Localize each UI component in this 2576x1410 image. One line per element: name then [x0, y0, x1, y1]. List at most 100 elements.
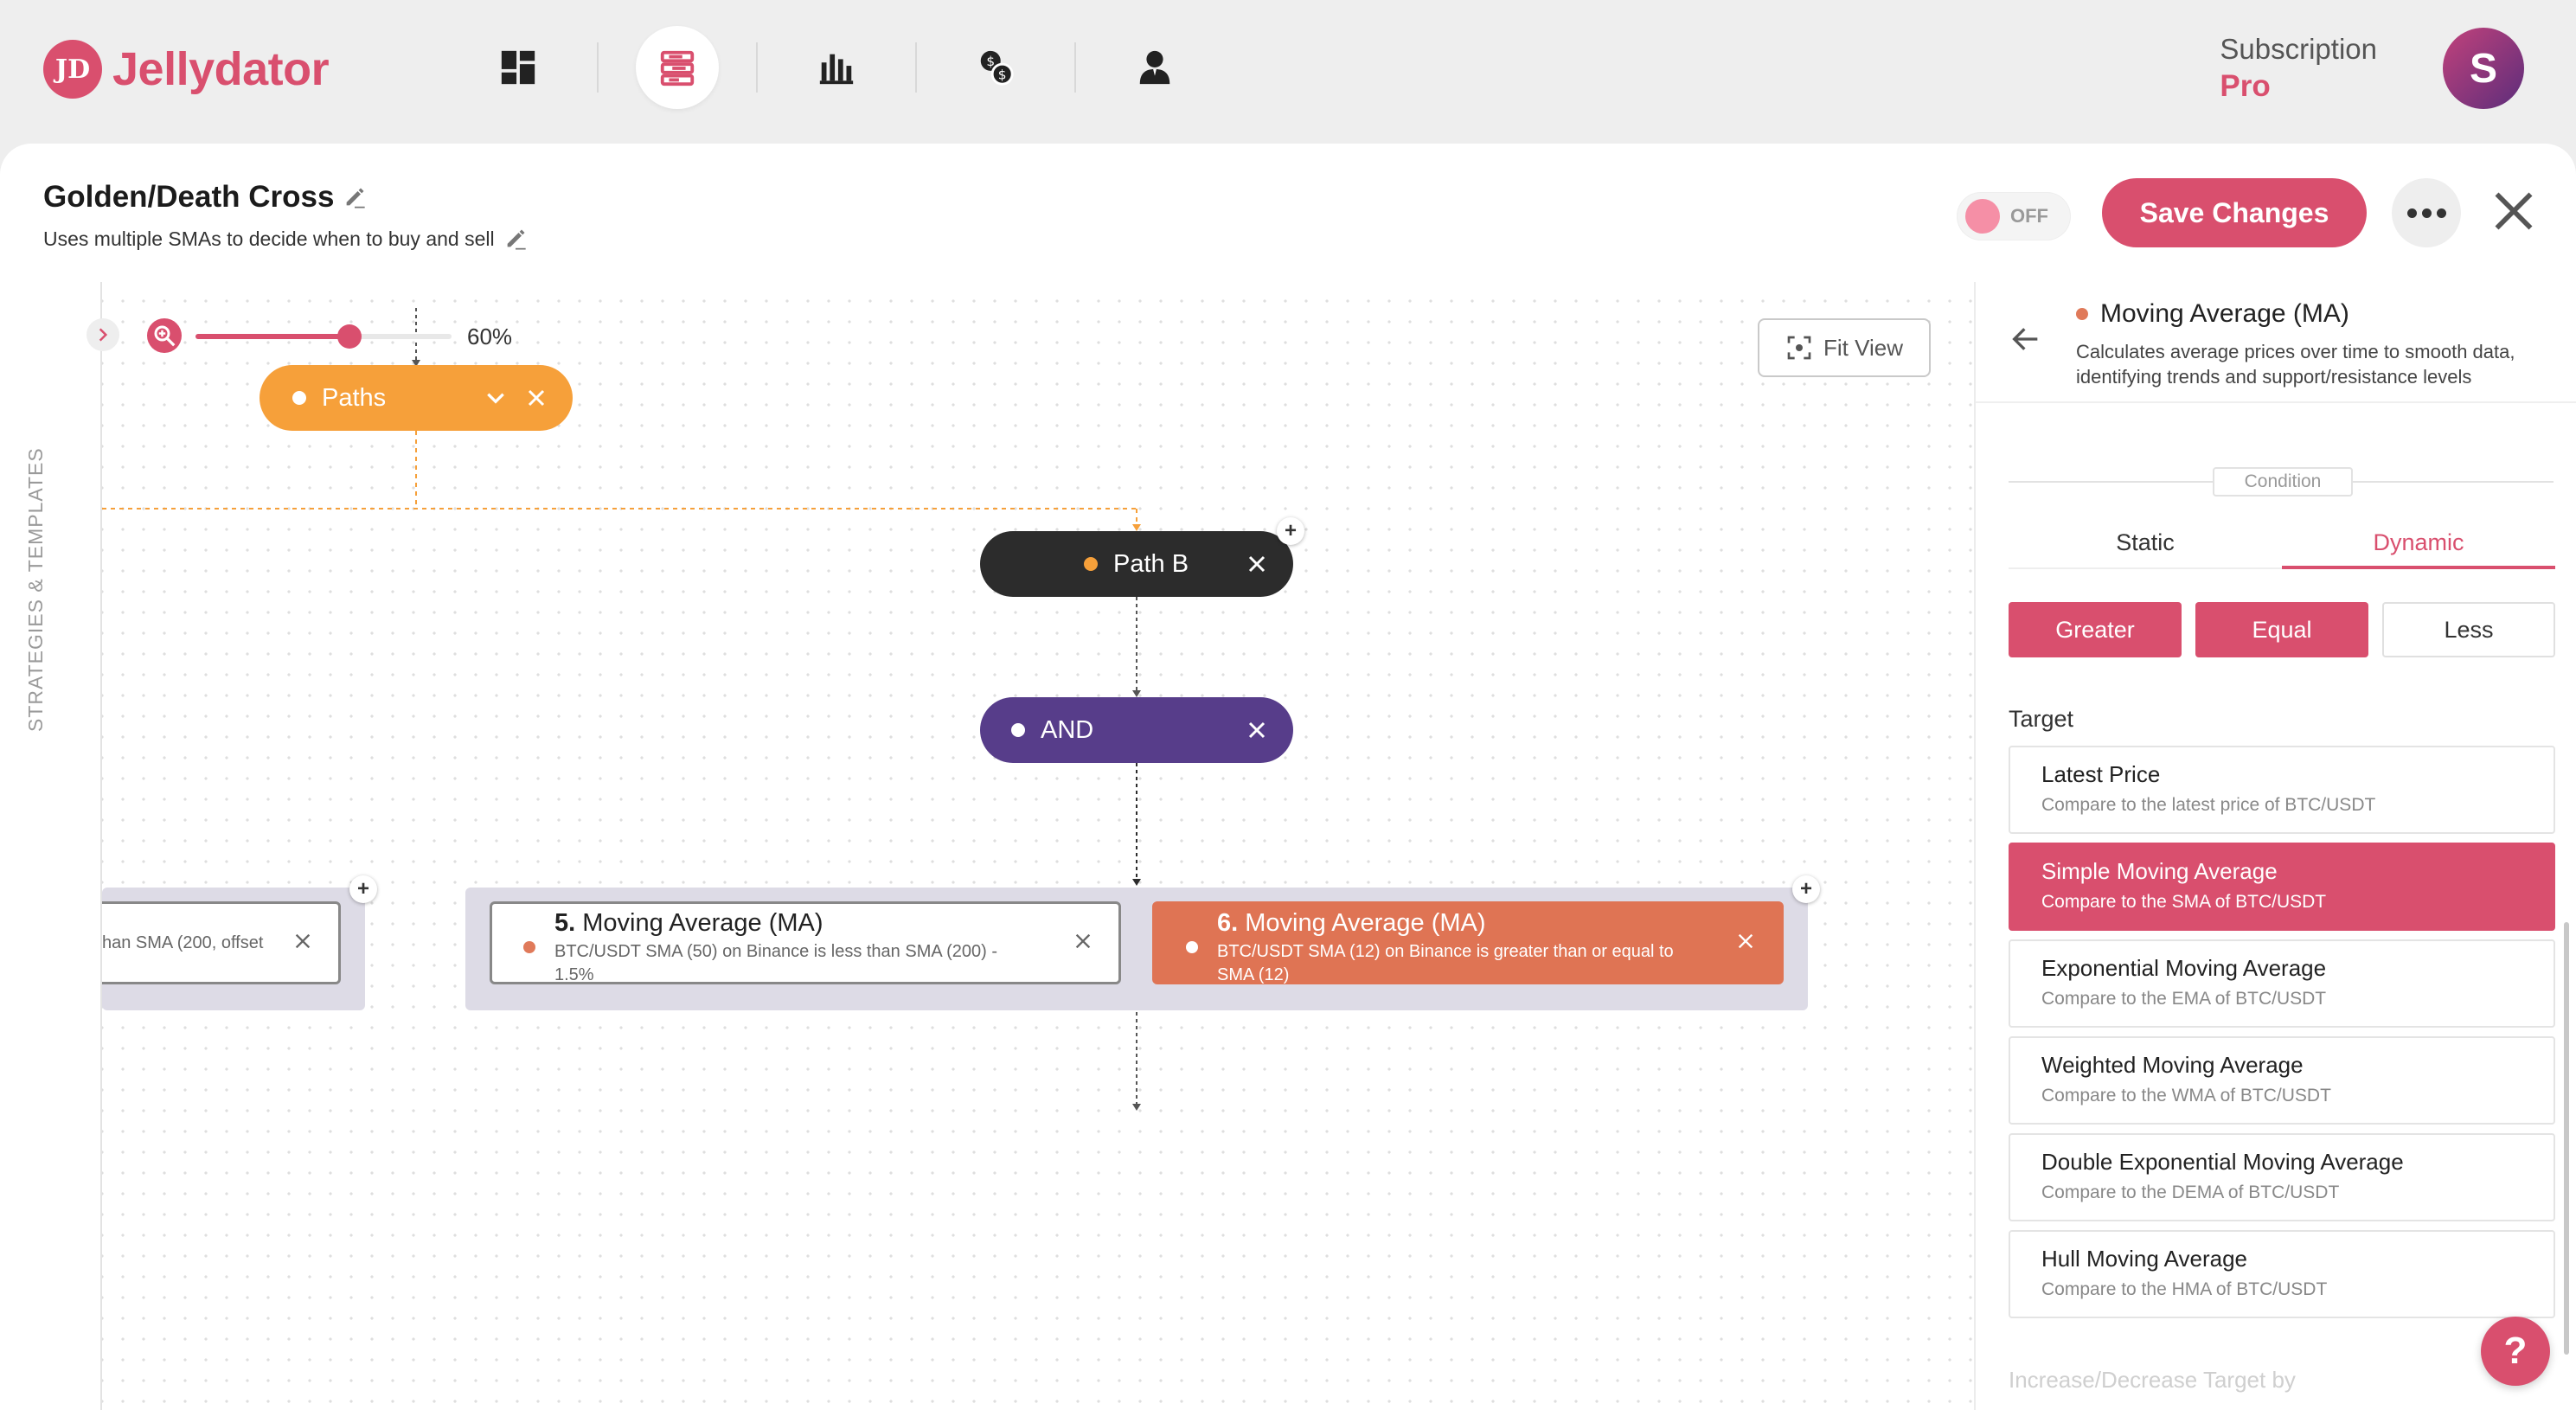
- more-dot: [2421, 208, 2432, 218]
- ma-card-partial[interactable]: han SMA (200, offset: [102, 901, 341, 984]
- top-bar: JD Jellydator $$ Subscription Pro S: [0, 0, 2576, 144]
- target-ema[interactable]: Exponential Moving Average Compare to th…: [2009, 939, 2555, 1028]
- dashboard-icon: [501, 50, 535, 85]
- tab-dynamic[interactable]: Dynamic: [2282, 521, 2555, 569]
- strategy-description-row: Uses multiple SMAs to decide when to buy…: [43, 227, 528, 251]
- main-nav: $$: [439, 26, 1234, 109]
- zoom-slider-handle[interactable]: [336, 324, 362, 349]
- strategies-icon: [660, 50, 695, 87]
- panel-description: Calculates average prices over time to s…: [2076, 341, 2515, 388]
- equal-button[interactable]: Equal: [2195, 602, 2368, 657]
- arrow-left-icon: [2012, 328, 2038, 350]
- fit-view-button[interactable]: Fit View: [1758, 318, 1931, 377]
- target-dema[interactable]: Double Exponential Moving Average Compar…: [2009, 1133, 2555, 1221]
- increase-decrease-label: Increase/Decrease Target by: [2009, 1367, 2296, 1393]
- node-dot: [1084, 557, 1098, 571]
- and-node-actions: [1246, 697, 1267, 763]
- chart-icon: [819, 54, 854, 85]
- target-wma[interactable]: Weighted Moving Average Compare to the W…: [2009, 1036, 2555, 1125]
- nav-divider: [597, 42, 599, 93]
- path-b-node-label: Path B: [1113, 549, 1189, 578]
- target-label: Target: [2009, 706, 2074, 732]
- close-editor-button[interactable]: [2488, 185, 2540, 237]
- condition-label: Condition: [2213, 467, 2353, 497]
- target-name: Exponential Moving Average: [2041, 955, 2327, 981]
- ma-card-5-name: Moving Average (MA): [582, 909, 823, 937]
- target-desc: Compare to the EMA of BTC/USDT: [2041, 989, 2327, 1009]
- flow-canvas[interactable]: Strategies & Templates 60% Fit View Path…: [0, 282, 1972, 1410]
- condition-tabs: Static Dynamic: [2009, 521, 2555, 569]
- less-button[interactable]: Less: [2382, 602, 2555, 657]
- path-b-node[interactable]: Path B: [980, 531, 1293, 597]
- close-icon[interactable]: [1073, 932, 1093, 951]
- close-icon[interactable]: [1246, 720, 1267, 740]
- close-icon[interactable]: [293, 932, 312, 951]
- comparator-buttons: Greater Equal Less: [2009, 602, 2555, 657]
- svg-text:$: $: [986, 54, 995, 69]
- edit-description-icon[interactable]: [503, 227, 528, 251]
- target-latest-price[interactable]: Latest Price Compare to the latest price…: [2009, 746, 2555, 834]
- help-button[interactable]: ?: [2481, 1317, 2550, 1386]
- ma-card-6[interactable]: 6. Moving Average (MA) BTC/USDT SMA (12)…: [1152, 901, 1784, 984]
- ma-card-6-title: 6. Moving Average (MA): [1217, 909, 1486, 938]
- greater-button[interactable]: Greater: [2009, 602, 2182, 657]
- node-settings-panel: Moving Average (MA) Calculates average p…: [1974, 282, 2576, 1410]
- paths-node[interactable]: Paths: [260, 365, 573, 431]
- ma-card-5[interactable]: 5. Moving Average (MA) BTC/USDT SMA (50)…: [490, 901, 1121, 984]
- nav-exchange[interactable]: $$: [954, 26, 1037, 109]
- ma-card-partial-desc: han SMA (200, offset: [102, 933, 264, 952]
- add-node-button[interactable]: +: [1277, 517, 1304, 545]
- strategy-toggle[interactable]: OFF: [1957, 192, 2071, 240]
- target-sma[interactable]: Simple Moving Average Compare to the SMA…: [2009, 843, 2555, 931]
- toggle-knob: [1965, 199, 2000, 234]
- subscription-info[interactable]: Subscription Pro: [2220, 33, 2377, 104]
- target-desc: Compare to the DEMA of BTC/USDT: [2041, 1182, 2340, 1202]
- more-dot: [2436, 208, 2446, 218]
- close-icon[interactable]: [1246, 554, 1267, 574]
- panel-scrollbar[interactable]: [2564, 922, 2569, 1355]
- node-dot: [2076, 308, 2088, 320]
- nav-strategies[interactable]: [636, 26, 719, 109]
- close-icon[interactable]: [526, 388, 547, 408]
- target-desc: Compare to the latest price of BTC/USDT: [2041, 795, 2376, 815]
- templates-sidebar[interactable]: Strategies & Templates: [0, 282, 102, 1410]
- panel-title-row: Moving Average (MA): [2076, 299, 2349, 329]
- add-node-button[interactable]: +: [1792, 875, 1820, 903]
- and-node[interactable]: AND: [980, 697, 1293, 763]
- target-hma[interactable]: Hull Moving Average Compare to the HMA o…: [2009, 1230, 2555, 1318]
- ma-card-5-index: 5.: [554, 909, 576, 937]
- edit-title-icon[interactable]: [343, 185, 367, 209]
- path-b-node-actions: [1246, 531, 1267, 597]
- panel-title: Moving Average (MA): [2100, 299, 2349, 328]
- zoom-slider[interactable]: [195, 324, 452, 349]
- back-button[interactable]: [2009, 322, 2043, 361]
- nav-divider: [915, 42, 917, 93]
- nav-divider: [756, 42, 758, 93]
- save-changes-button[interactable]: Save Changes: [2102, 178, 2367, 247]
- target-name: Simple Moving Average: [2041, 858, 2278, 884]
- nav-dashboard[interactable]: [477, 26, 560, 109]
- close-icon[interactable]: [1736, 932, 1755, 951]
- chevron-down-icon[interactable]: [484, 387, 507, 409]
- strategy-description: Uses multiple SMAs to decide when to buy…: [43, 227, 495, 250]
- more-dot: [2406, 208, 2417, 218]
- nav-account[interactable]: [1113, 26, 1196, 109]
- expand-sidebar-button[interactable]: [87, 318, 119, 351]
- chevron-right-icon: [99, 328, 108, 342]
- target-desc: Compare to the WMA of BTC/USDT: [2041, 1086, 2331, 1106]
- logo[interactable]: JD Jellydator: [43, 40, 330, 99]
- node-dot: [1186, 941, 1198, 953]
- more-options-button[interactable]: [2392, 178, 2461, 247]
- target-name: Hull Moving Average: [2041, 1246, 2247, 1272]
- strategy-title-row: Golden/Death Cross: [43, 180, 367, 215]
- add-node-button[interactable]: +: [349, 875, 377, 903]
- fit-view-label: Fit View: [1823, 334, 1903, 361]
- zoom-in-icon[interactable]: [147, 318, 182, 353]
- nav-analytics[interactable]: [795, 26, 878, 109]
- exchange-icon: $$: [980, 50, 1014, 86]
- target-name: Weighted Moving Average: [2041, 1052, 2304, 1078]
- avatar[interactable]: S: [2443, 28, 2524, 109]
- strategy-title: Golden/Death Cross: [43, 180, 335, 214]
- tab-static[interactable]: Static: [2009, 521, 2282, 569]
- and-node-label: AND: [1041, 715, 1094, 744]
